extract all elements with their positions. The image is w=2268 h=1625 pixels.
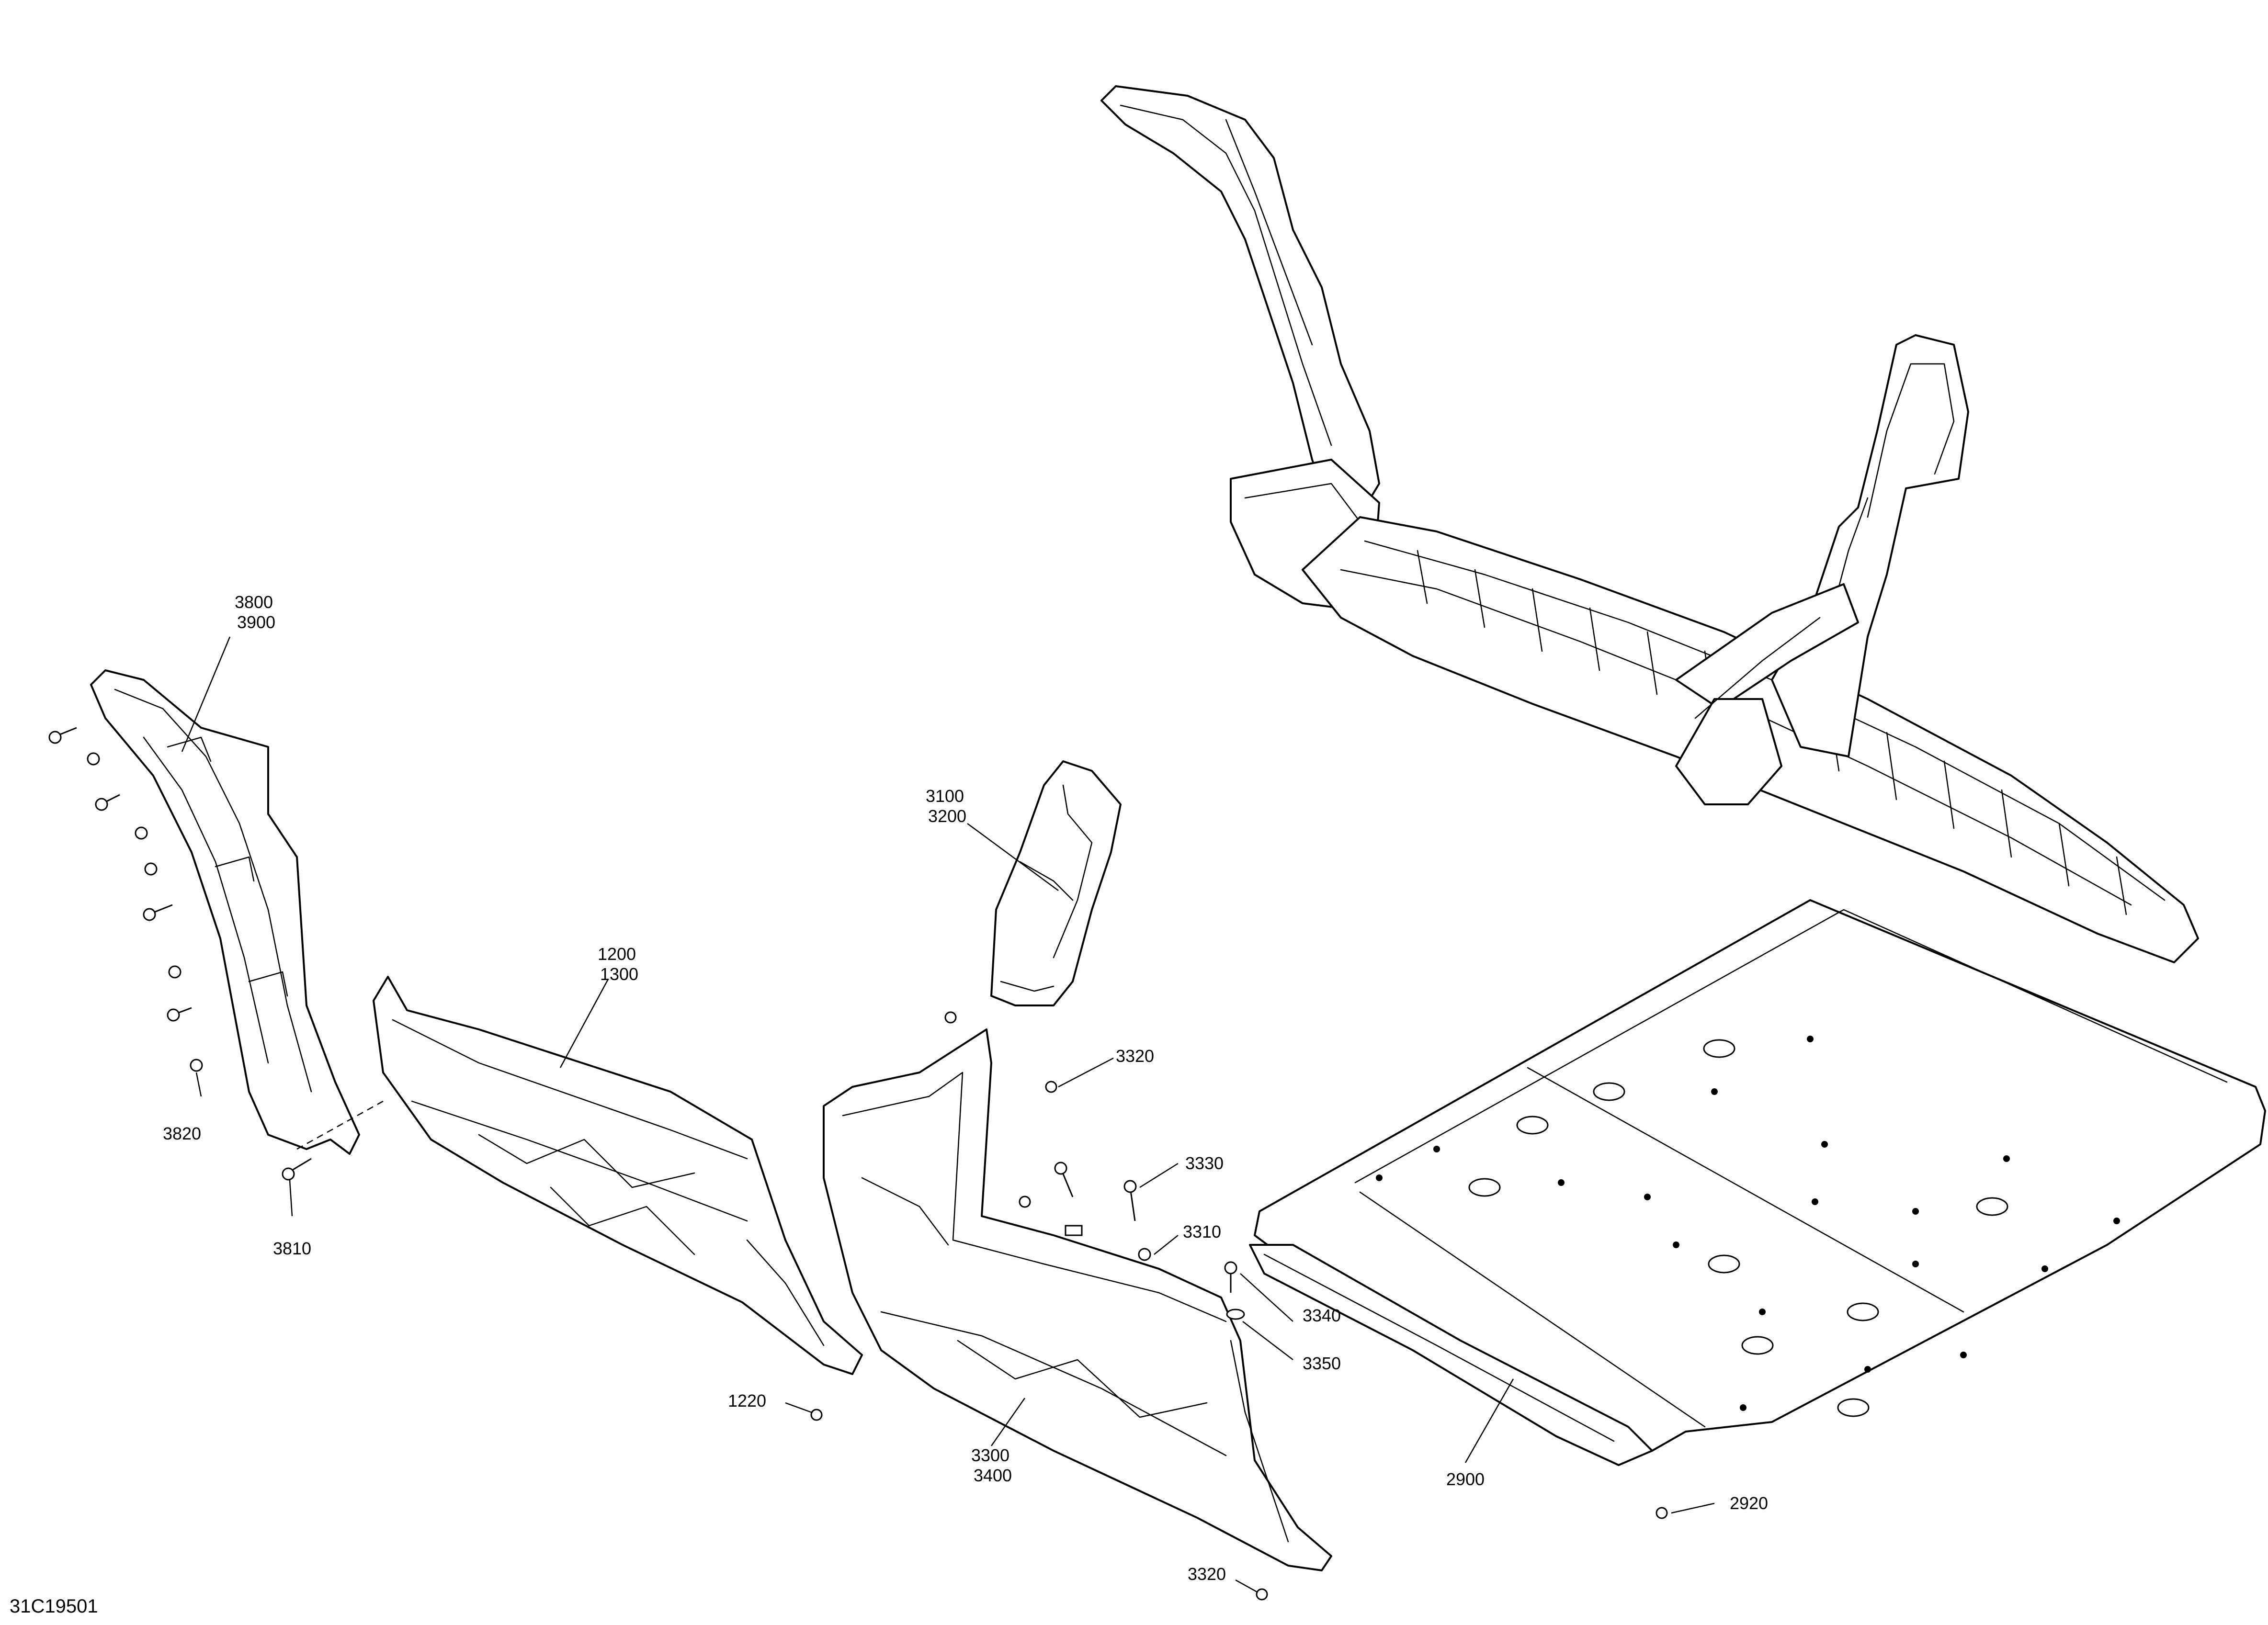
callout-3820: 3820: [163, 1124, 201, 1143]
callout-3300-line1: 3300: [971, 1445, 1009, 1465]
left-upright-panel: [90, 669, 384, 1155]
callout-leaders: [181, 636, 1715, 1593]
callout-3810: 3810: [273, 1239, 311, 1258]
callout-3330: 3330: [1185, 1153, 1224, 1173]
drawing-id: 31C19501: [10, 1596, 98, 1617]
center-rocker-panel: [823, 1028, 1332, 1571]
callout-3340: 3340: [1303, 1306, 1341, 1325]
callout-3320-bottom: 3320: [1188, 1564, 1226, 1584]
callout-1200-line2: 1300: [600, 964, 638, 984]
callout-3350: 3350: [1303, 1354, 1341, 1373]
callout-3100-line2: 3200: [928, 806, 966, 826]
callout-1200-line1: 1200: [598, 944, 636, 964]
center-upper-bracket: [990, 760, 1122, 1006]
left-rocker-panel: [373, 976, 863, 1375]
callout-3800: 3800 3900: [235, 592, 278, 632]
callout-3800-line1: 3800: [235, 592, 273, 612]
callout-2920: 2920: [1730, 1493, 1768, 1513]
callout-1220: 1220: [728, 1391, 766, 1411]
callout-3320-top: 3320: [1116, 1046, 1154, 1066]
callout-labels: 3800 3900 3820 3810 1200 1300 1220 3100 …: [163, 592, 1768, 1584]
floor-pan: [1249, 899, 2266, 1466]
callout-1200: 1200 1300: [598, 944, 641, 984]
main-body-frame: [1100, 85, 2199, 963]
callout-3800-line2: 3900: [237, 612, 275, 632]
fastener-hardware: [48, 727, 1668, 1601]
callout-3300: 3300 3400: [971, 1445, 1014, 1485]
callout-2900: 2900: [1446, 1469, 1485, 1489]
callout-3310: 3310: [1183, 1222, 1221, 1241]
callout-3300-line2: 3400: [974, 1466, 1012, 1485]
callout-3100-line1: 3100: [926, 786, 964, 806]
callout-3100: 3100 3200: [926, 786, 969, 826]
